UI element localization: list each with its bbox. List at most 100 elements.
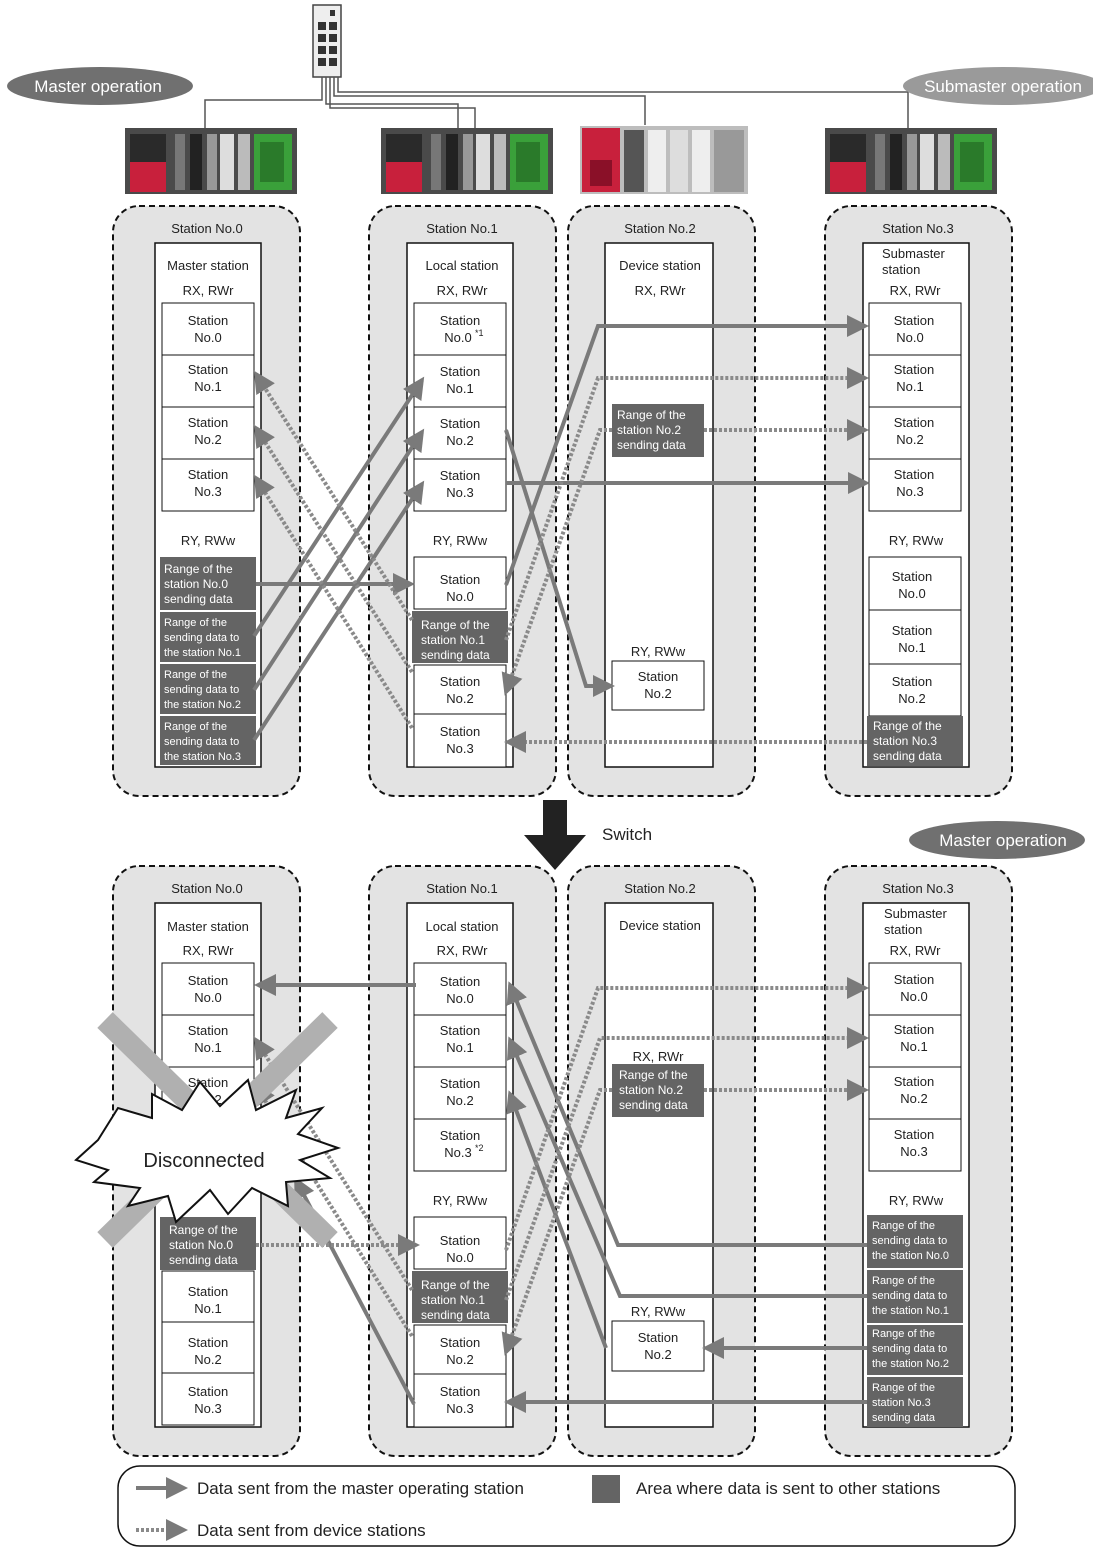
svg-text:sending data to: sending data to <box>872 1290 947 1302</box>
svg-text:No.1: No.1 <box>194 379 221 394</box>
station-header: Station No.0 <box>171 881 243 896</box>
svg-text:No.2: No.2 <box>446 1093 473 1108</box>
master-operation-badge-bottom: Master operation <box>909 821 1085 859</box>
ry-cell: Station <box>188 1284 228 1299</box>
ry-cell: Station <box>892 674 932 689</box>
svg-text:No.1: No.1 <box>194 1040 221 1055</box>
svg-text:sending data: sending data <box>873 749 942 763</box>
svg-text:station No.3: station No.3 <box>873 734 937 748</box>
ry-label: RY, RWw <box>889 533 944 548</box>
legend-dotted-label: Data sent from device stations <box>197 1521 426 1540</box>
svg-text:No.1: No.1 <box>898 640 925 655</box>
ry-label: RY, RWw <box>433 1193 488 1208</box>
ry-cell: Station <box>440 1233 480 1248</box>
rx-cell: Station <box>188 973 228 988</box>
area-swatch-icon <box>592 1475 620 1503</box>
plc-station-3 <box>825 128 997 194</box>
ry-cell: Station <box>440 1335 480 1350</box>
footnote-mark: *2 <box>475 1143 484 1153</box>
svg-text:No.1: No.1 <box>446 381 473 396</box>
range-cell: Range of the <box>164 617 227 629</box>
svg-text:Master operation: Master operation <box>939 831 1067 850</box>
top-station-3-panel: Station No.3 Submaster station RX, RWr S… <box>824 205 1013 797</box>
svg-text:No.3: No.3 <box>446 485 473 500</box>
range-cell: Range of the <box>421 1278 490 1292</box>
bottom-station-1-panel: Station No.1 Local station RX, RWr Stati… <box>368 865 557 1457</box>
svg-text:station No.1: station No.1 <box>421 1293 485 1307</box>
rx-cell: Station <box>440 364 480 379</box>
rx-label: RX, RWr <box>437 283 488 298</box>
network-cables <box>204 77 909 130</box>
switch-arrow: Switch <box>524 800 652 870</box>
rx-cell: Station <box>894 1022 934 1037</box>
rx-cell: Station <box>894 313 934 328</box>
rx-label: RX, RWr <box>183 943 234 958</box>
station-header: Station No.3 <box>882 221 954 236</box>
legend: Data sent from the master operating stat… <box>117 1465 1016 1547</box>
range-cell: Range of the <box>169 1223 238 1237</box>
range-cell: Range of the <box>873 719 942 733</box>
svg-text:No.3: No.3 <box>896 484 923 499</box>
svg-text:No.0: No.0 <box>446 991 473 1006</box>
svg-text:sending data to: sending data to <box>872 1235 947 1247</box>
role-label: Local station <box>426 919 499 934</box>
network-hub <box>312 4 342 78</box>
bottom-station-3-panel: Station No.3 Submaster station RX, RWr S… <box>824 865 1013 1457</box>
rx-cell: Station <box>894 467 934 482</box>
svg-text:station No.3: station No.3 <box>872 1397 931 1409</box>
svg-text:No.2: No.2 <box>446 1352 473 1367</box>
rx-label: RX, RWr <box>890 283 941 298</box>
rx-cell: Station <box>440 468 480 483</box>
range-cell: Range of the <box>164 562 233 576</box>
station-header: Station No.0 <box>171 221 243 236</box>
svg-text:sending data: sending data <box>617 438 686 452</box>
svg-text:No.3: No.3 <box>444 1145 471 1160</box>
svg-text:station: station <box>882 262 920 277</box>
ry-cell: Station <box>892 623 932 638</box>
role-label: Device station <box>619 258 701 273</box>
ry-cell: Station <box>440 724 480 739</box>
rx-label: RX, RWr <box>890 943 941 958</box>
svg-text:sending data: sending data <box>169 1253 238 1267</box>
rx-label: RX, RWr <box>633 1049 684 1064</box>
rx-cell: Station <box>894 415 934 430</box>
ry-cell: Station <box>188 1384 228 1399</box>
svg-text:No.3: No.3 <box>900 1144 927 1159</box>
svg-text:No.0: No.0 <box>900 989 927 1004</box>
svg-text:No.2: No.2 <box>896 432 923 447</box>
range-cell: Range of the <box>421 618 490 632</box>
rx-cell: Station <box>894 1127 934 1142</box>
svg-text:sending data: sending data <box>619 1098 688 1112</box>
rx-cell: Station <box>440 313 480 328</box>
ry-cell: Station <box>892 569 932 584</box>
role-label: Master station <box>167 919 249 934</box>
svg-text:No.1: No.1 <box>446 1040 473 1055</box>
rx-cell: Station <box>440 1128 480 1143</box>
svg-text:sending data to: sending data to <box>164 736 239 748</box>
station-header: Station No.3 <box>882 881 954 896</box>
station-header: Station No.2 <box>624 221 696 236</box>
svg-text:sending data to: sending data to <box>164 632 239 644</box>
bottom-station-2-panel: Station No.2 Device station RX, RWr Rang… <box>567 865 756 1457</box>
svg-text:No.2: No.2 <box>900 1091 927 1106</box>
disconnected-marker: Disconnected <box>74 1012 342 1248</box>
rx-cell: Station <box>440 974 480 989</box>
legend-solid-label: Data sent from the master operating stat… <box>197 1479 524 1498</box>
rx-cell: Station <box>188 1075 228 1090</box>
svg-text:the station No.2: the station No.2 <box>164 699 241 711</box>
master-operation-badge-top: Master operation <box>7 67 193 105</box>
ry-label: RY, RWw <box>889 1193 944 1208</box>
rx-cell: Station <box>894 972 934 987</box>
station-header: Station No.1 <box>426 221 498 236</box>
rx-cell: Station <box>188 313 228 328</box>
svg-text:No.0: No.0 <box>896 330 923 345</box>
range-cell: Range of the <box>872 1220 935 1232</box>
svg-text:sending data to: sending data to <box>872 1343 947 1355</box>
rx-cell: Station <box>440 1023 480 1038</box>
plc-station-2 <box>580 126 748 194</box>
svg-text:station No.0: station No.0 <box>169 1238 233 1252</box>
svg-text:No.2: No.2 <box>446 691 473 706</box>
ry-label: RY, RWw <box>181 533 236 548</box>
range-cell: Range of the <box>872 1275 935 1287</box>
